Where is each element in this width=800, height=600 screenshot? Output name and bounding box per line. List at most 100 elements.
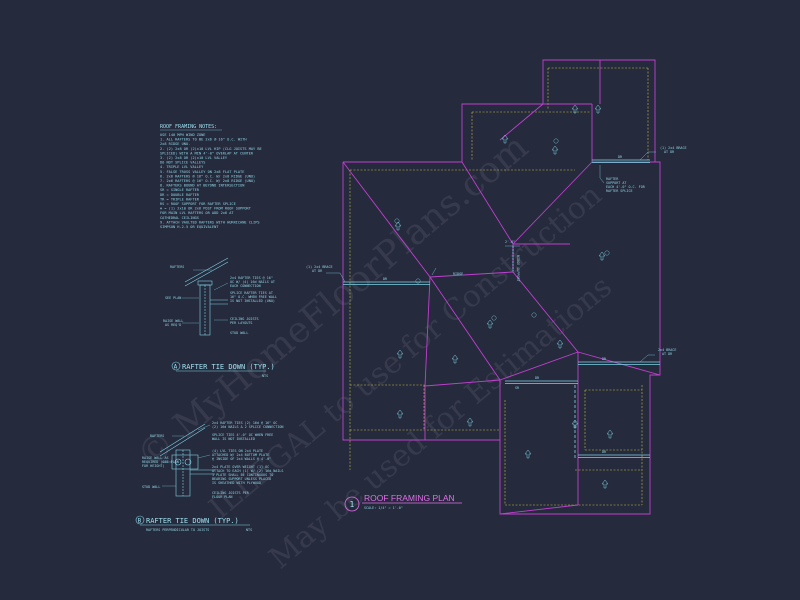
dr-label-low: DR — [602, 450, 607, 454]
detail-a-title: A RAFTER TIE DOWN (TYP.) NTS — [171, 361, 275, 378]
rafter-direction-icon — [601, 479, 609, 489]
notes-title: ROOF FRAMING NOTES: — [160, 124, 217, 130]
support-label-1: RAFTER — [606, 177, 619, 181]
brace-r-label-2: AT DR — [662, 352, 673, 356]
dr-label-left: DR — [383, 277, 388, 281]
note-line: 7. 2x6 RAFTERS @ 16" O.C. W/ 2x8 RIDGE (… — [160, 179, 255, 183]
brace-r-label: 2x4 BRACE — [658, 348, 676, 352]
rafter-direction-icon — [594, 104, 602, 114]
dim-label: 2'-6" — [505, 240, 515, 244]
support-label-4: RAFTER SPLICE — [606, 189, 633, 193]
detail-b-marker: B — [138, 518, 142, 525]
note-line: USE 140 MPH WIND ZONE — [160, 133, 205, 137]
roof-plan-title: 1 ROOF FRAMING PLAN SCALE: 1/4" = 1'-0" — [344, 493, 462, 512]
rafter-direction-icon — [606, 429, 614, 439]
note-line: SIMPSON H-2.5 OR EQUIVALENT — [160, 225, 219, 229]
note-line: FOR MAIN LVL RAFTERS OR ADD 2x6 AT — [160, 211, 234, 215]
detail-a-as-req-label: AS REQ'D — [165, 323, 181, 327]
detail-a-per-layout: PER LAYOUTS — [230, 321, 252, 325]
support-label-3: EACH 4'-0" O.C. FOR — [606, 185, 646, 189]
rafter-direction-icon — [394, 221, 402, 231]
rafter-direction-icon — [571, 104, 579, 114]
note-line: 2. (2) 2x8 OR (2)x10 LVL HIP (CLG JOISTS… — [160, 147, 262, 151]
note-line: 8. RAFTERS BOUND AT BEYOND INTERSECTION — [160, 184, 244, 188]
note-line: 6. 2x6 RAFTERS @ 16" O.C. W/ 2x8 RIDGE (… — [160, 174, 255, 178]
detail-a-stud-wall: STUD WALL — [230, 331, 248, 335]
detail-b-labels: RAFTERS RAISE WALL AS REQUIRED (SEE PLAN… — [142, 421, 283, 499]
note-line: 5. FALSE TRUSS VALLEY ON 2x8 FLAT PLATE — [160, 170, 244, 174]
note-callout-icon — [531, 312, 537, 318]
note-line: TR = TRIPLE RAFTER — [160, 197, 200, 201]
detail-b-note-8: 2x4 PLATE OVER WEIGHT (1) OC — [212, 465, 269, 469]
note-line: SR = SINGLE RAFTER — [160, 188, 200, 192]
rafter-direction-icon — [501, 134, 509, 144]
ridge-support-label: RIDGE SUPPORT — [516, 255, 520, 282]
detail-a — [182, 257, 229, 336]
detail-a-ceiling-joists: CEILING JOISTS — [230, 317, 259, 321]
roof-plan-labels: (1) 2x4 BRACE AT DR DR RIDGE 2'-6" RIDGE… — [306, 146, 687, 454]
roof-framing-notes: ROOF FRAMING NOTES: USE 140 MPH WIND ZON… — [160, 124, 262, 229]
rafter-direction-icon — [556, 339, 564, 349]
note-line: ⊗ = (1) 2x10 OR 2x6 POST FROM ROOF SUPPO… — [160, 207, 252, 211]
plan-title-text: ROOF FRAMING PLAN — [364, 493, 455, 503]
rafter-symbols — [394, 104, 614, 489]
brace-left-label: (1) 2x4 BRACE — [306, 265, 333, 269]
note-line: DR = DOUBLE RAFTER — [160, 193, 200, 197]
detail-b-note-9: ATTACH TO EACH (1) W/ (2) 16d NAILS — [212, 469, 283, 473]
detail-b-note-6: ATTACHED W/ 2x4 BOTTOM PLATE — [212, 453, 269, 457]
rafter-direction-icon — [396, 409, 404, 419]
note-line: CATHEDRAL CEILINGS — [160, 216, 199, 220]
detail-a-note-6: IS NOT INSTALLED (UNO) — [230, 299, 275, 303]
detail-a-scale: NTS — [262, 374, 268, 378]
detail-b-req-label: REQUIRED (SEE PLAN — [142, 460, 179, 464]
roof-plan-outline — [342, 59, 661, 515]
detail-b-note-3: SPLICE TIES 4'-0" OC WHEN FREE — [212, 433, 273, 437]
plan-scale: SCALE: 1/4" = 1'-0" — [364, 506, 403, 510]
dr-label-tr: DR — [618, 155, 623, 159]
ridge-label: RIDGE — [453, 272, 463, 276]
note-line: SPLICED) WITH A MIN 4'-0" OVERLAP AT CEN… — [160, 151, 254, 155]
detail-a-note-1: 2x4 RAFTER TIES @ 16" — [230, 276, 273, 280]
detail-a-note-2: OC W/ (4) 16d NAILS AT — [230, 280, 275, 284]
detail-a-note-5: 16" O.C. WHEN FREE WALL — [230, 295, 277, 299]
note-callout-icon — [491, 315, 497, 321]
detail-a-note-3: EACH CONNECTION — [230, 284, 261, 288]
note-line: 9. ATTACH VAULTED RAFTERS WITH HURRICANE… — [160, 220, 260, 224]
detail-b-title-text: RAFTER TIE DOWN (TYP.) — [146, 517, 239, 525]
note-line: 3. (2) 2x8 OR (2)x10 LVL VALLEY — [160, 156, 228, 160]
detail-b-note-11: BEARING SUPPORT UNLESS PLACED — [212, 477, 271, 481]
sr-label: SR — [515, 386, 520, 390]
detail-a-marker: A — [174, 364, 178, 371]
detail-b-scale: NTS — [246, 528, 252, 532]
detail-b-note-10: 1 PLATE SHALL BE CONTINUOUS TO — [212, 473, 273, 477]
rafter-direction-icon — [551, 145, 559, 155]
note-line: RS = ROOF SUPPORT FOR RAFTER SPLICE — [160, 202, 236, 206]
detail-b-raise-wall-label: RAISE WALL AS — [142, 456, 169, 460]
detail-a-raise-wall-label: RAISE WALL — [163, 319, 183, 323]
detail-b-note-2: (2) 16d NAILS & 2 SPLICE CONNECTION — [212, 425, 283, 429]
roof-plan-leaders — [326, 151, 656, 363]
rafter-direction-icon — [451, 354, 459, 364]
note-line: 4. TRIPLE LVL VALLEY — [160, 165, 204, 169]
rafter-direction-icon — [466, 417, 474, 427]
detail-a-rafters-label: RAFTERS — [170, 265, 184, 269]
detail-a-labels: RAFTERS SEE PLAN RAISE WALL AS REQ'D 2x4… — [163, 265, 277, 335]
brace-tr-label: (1) 2x4 BRACE — [660, 146, 687, 150]
detail-b-note-7: @ INSIDE OF 2x4 WALLS @ 4'-0" — [212, 457, 271, 461]
rafter-direction-icon — [486, 319, 494, 329]
note-callout-icon — [394, 218, 400, 224]
detail-b-stud-wall: STUD WALL — [142, 485, 160, 489]
detail-a-note-4: SPLICE RAFTER TIES AT — [230, 291, 273, 295]
dr-label-mid: DR — [535, 376, 540, 380]
detail-a-title-text: RAFTER TIE DOWN (TYP.) — [182, 363, 275, 371]
detail-b-title: B RAFTER TIE DOWN (TYP.) RAFTERS PERPEND… — [135, 515, 252, 532]
note-callout-icon — [553, 138, 559, 144]
support-label-2: SUPPORT AT — [606, 181, 626, 185]
note-callout-icon — [604, 250, 610, 256]
brace-tr-label-2: AT DR — [664, 150, 675, 154]
detail-b — [159, 423, 215, 497]
note-line: 1. ALL RAFTERS TO BE 2x6 @ 16" O.C. WITH — [160, 138, 247, 142]
rafter-direction-icon — [598, 251, 606, 261]
